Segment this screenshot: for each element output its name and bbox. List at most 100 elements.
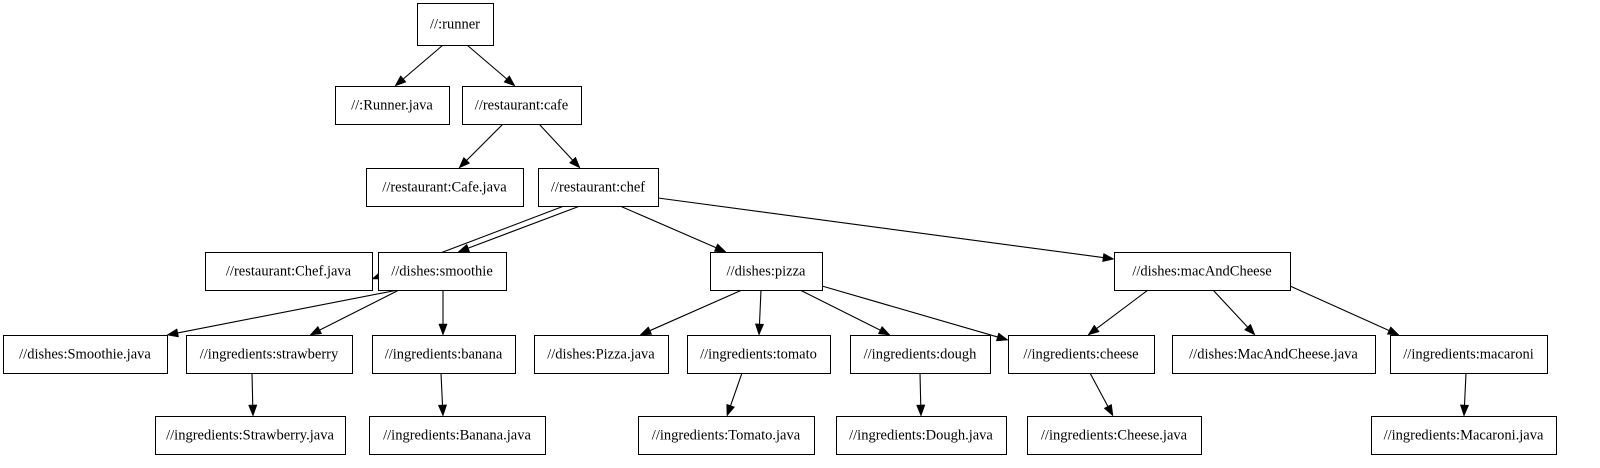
graph-node-strawberry_java[interactable]: //ingredients:Strawberry.java [155, 416, 346, 455]
arrowhead-icon [438, 323, 448, 336]
arrowhead-icon [1459, 404, 1470, 417]
node-box[interactable] [638, 416, 815, 455]
graph-node-chef_java[interactable]: //restaurant:Chef.java [205, 252, 373, 291]
node-label: //restaurant:Chef.java [226, 263, 352, 279]
graph-edge [754, 289, 765, 336]
node-label: //ingredients:Tomato.java [652, 427, 801, 443]
graph-node-macaroni[interactable]: //ingredients:macaroni [1390, 335, 1548, 374]
graph-edge [538, 123, 581, 169]
graph-node-smoothie[interactable]: //dishes:smoothie [378, 252, 507, 291]
arrowhead-icon [916, 404, 926, 417]
arrowhead-icon [995, 332, 1009, 342]
node-box[interactable] [534, 335, 669, 374]
edge-line [468, 205, 581, 249]
node-box[interactable] [335, 86, 450, 125]
graph-node-smoothie_java[interactable]: //dishes:Smoothie.java [3, 335, 168, 374]
node-box[interactable] [1172, 335, 1376, 374]
graph-edge [457, 205, 581, 253]
arrowhead-icon [877, 325, 891, 336]
graph-node-runner[interactable]: //:runner [417, 3, 494, 46]
edge-line [251, 372, 254, 406]
node-label: //dishes:Smoothie.java [19, 346, 151, 362]
graph-node-banana[interactable]: //ingredients:banana [372, 335, 516, 374]
graph-edge [1089, 372, 1114, 417]
edge-line [821, 285, 998, 338]
node-box[interactable] [372, 335, 516, 374]
node-label: //restaurant:chef [551, 179, 645, 195]
graph-edge [438, 290, 448, 336]
edge-line [1289, 285, 1390, 331]
node-box[interactable] [836, 416, 1007, 455]
node-label: //restaurant:Cafe.java [382, 179, 507, 195]
node-label: //restaurant:cafe [475, 97, 568, 113]
graph-node-chef[interactable]: //restaurant:chef [538, 168, 659, 207]
node-box[interactable] [378, 252, 507, 291]
graph-edge [821, 285, 1009, 342]
edge-line [799, 289, 881, 331]
graph-node-pizza[interactable]: //dishes:pizza [710, 252, 823, 291]
graph-node-cheese_java[interactable]: //ingredients:Cheese.java [1027, 416, 1202, 455]
edge-line [466, 44, 507, 80]
node-box[interactable] [369, 416, 546, 455]
graph-node-strawberry[interactable]: //ingredients:strawberry [186, 335, 353, 374]
graph-edge [166, 289, 399, 338]
graph-node-cafe[interactable]: //restaurant:cafe [462, 86, 582, 125]
node-box[interactable] [462, 86, 582, 125]
edge-line [758, 289, 762, 325]
node-box[interactable] [366, 168, 524, 207]
node-box[interactable] [1027, 416, 1202, 455]
node-label: //:runner [430, 16, 480, 32]
graph-node-runner_java[interactable]: //:Runner.java [335, 86, 450, 125]
node-label: //dishes:MacAndCheese.java [1189, 346, 1358, 362]
arrowhead-icon [1087, 324, 1100, 336]
node-box[interactable] [538, 168, 659, 207]
graph-node-tomato_java[interactable]: //ingredients:Tomato.java [638, 416, 815, 455]
graph-node-mac_and_cheese[interactable]: //dishes:macAndCheese [1114, 252, 1291, 291]
graph-node-tomato[interactable]: //ingredients:tomato [687, 335, 831, 374]
graph-node-mac_java[interactable]: //dishes:MacAndCheese.java [1172, 335, 1376, 374]
graph-node-banana_java[interactable]: //ingredients:Banana.java [369, 416, 546, 455]
node-label: //ingredients:cheese [1023, 346, 1138, 362]
node-label: //ingredients:banana [385, 346, 503, 362]
node-box[interactable] [850, 335, 991, 374]
node-box[interactable] [3, 335, 168, 374]
graph-edge [657, 197, 1115, 263]
edge-line [1089, 372, 1109, 407]
node-box[interactable] [1114, 252, 1291, 291]
arrowhead-icon [1386, 326, 1400, 336]
arrowhead-icon [309, 325, 323, 336]
arrowhead-icon [458, 156, 471, 169]
graph-edge [309, 289, 400, 336]
node-label: //ingredients:Macaroni.java [1384, 427, 1544, 443]
node-box[interactable] [186, 335, 353, 374]
node-box[interactable] [1390, 335, 1548, 374]
graph-node-cafe_java[interactable]: //restaurant:Cafe.java [366, 168, 524, 207]
node-label: //ingredients:Dough.java [849, 427, 993, 443]
graph-node-macaroni_java[interactable]: //ingredients:Macaroni.java [1371, 416, 1557, 455]
node-box[interactable] [1008, 335, 1155, 374]
edge-line [730, 372, 743, 406]
node-box[interactable] [1371, 416, 1557, 455]
node-box[interactable] [687, 335, 831, 374]
node-box[interactable] [417, 3, 494, 46]
node-box[interactable] [205, 252, 373, 291]
graph-edge [619, 205, 727, 253]
graph-node-cheese[interactable]: //ingredients:cheese [1008, 335, 1155, 374]
graph-edge [1212, 289, 1256, 336]
arrowhead-icon [568, 156, 581, 169]
node-box[interactable] [710, 252, 823, 291]
graph-edge [639, 289, 743, 336]
edge-line [1463, 372, 1467, 406]
arrowhead-icon [639, 326, 653, 336]
arrowhead-icon [713, 243, 727, 253]
graph-edge [1087, 289, 1149, 336]
arrowhead-icon [166, 328, 179, 338]
graph-node-dough_java[interactable]: //ingredients:Dough.java [836, 416, 1007, 455]
edge-line [538, 123, 573, 161]
graph-node-pizza_java[interactable]: //dishes:Pizza.java [534, 335, 669, 374]
node-box[interactable] [155, 416, 346, 455]
graph-edge [1289, 285, 1400, 336]
graph-node-dough[interactable]: //ingredients:dough [850, 335, 991, 374]
graph-edge [394, 44, 444, 87]
